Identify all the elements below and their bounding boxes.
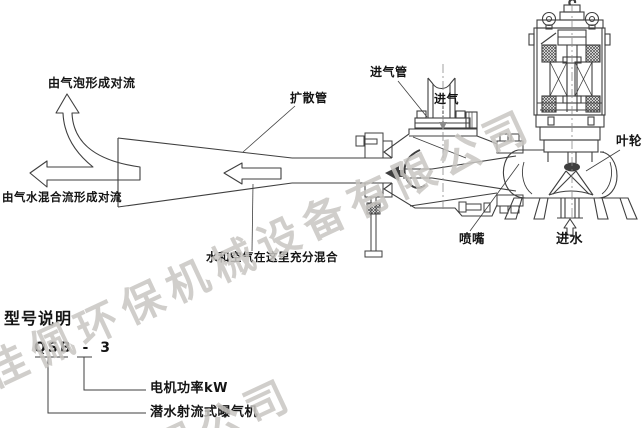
label-water-inlet: 进水 <box>556 232 584 247</box>
power-cable <box>568 0 577 6</box>
leader-nozzle <box>469 163 520 232</box>
suction-pipe <box>557 198 583 219</box>
branched-flow-arrow <box>29 93 141 188</box>
impeller <box>548 152 594 196</box>
convection-flow-arrows <box>29 93 577 236</box>
mixing-tube <box>292 157 392 184</box>
label-mixing-note: 水和空气在这里充分混合 <box>206 250 338 264</box>
model-power-label: 电机功率kW <box>150 381 228 396</box>
jet-arrow <box>385 166 404 181</box>
stator-winding <box>541 44 557 63</box>
air-inlet-pipe <box>414 64 478 210</box>
stator-winding <box>585 95 601 113</box>
label-air-inlet-pipe: 进气管 <box>370 65 408 79</box>
model-code-power: 3 <box>100 340 112 356</box>
label-diffuser-pipe: 扩散管 <box>290 91 328 105</box>
model-explanation-heading: 型号说明 <box>4 309 73 328</box>
leader-mixing-note <box>251 183 254 252</box>
model-code-prefix: QSB <box>34 340 73 356</box>
submersible-motor <box>528 0 611 116</box>
label-mixture-convection: 由气水混合流形成对流 <box>2 190 122 204</box>
lifting-eye-right <box>584 11 600 27</box>
leader-lines <box>242 80 621 252</box>
stator-winding <box>585 44 601 63</box>
nozzle-cone <box>403 155 517 192</box>
pump-flange-bolts <box>458 133 524 214</box>
label-bubble-convection: 由气泡形成对流 <box>48 76 136 90</box>
support-legs <box>504 197 638 220</box>
label-impeller: 叶轮 <box>616 133 643 148</box>
lifting-eye-left <box>541 11 557 27</box>
model-connector-lines <box>35 356 146 414</box>
mixing-chamber <box>383 128 517 217</box>
diffuser-flow-arrow <box>223 162 282 185</box>
label-air-inlet: 进气 <box>434 92 460 106</box>
leader-diffuser <box>242 105 296 153</box>
diffuser-cone <box>117 137 392 208</box>
label-nozzle: 喷嘴 <box>459 231 486 246</box>
guide-vane <box>403 149 426 189</box>
water-inlet-arrow <box>563 218 577 236</box>
model-code: QSB - 3 <box>34 340 112 356</box>
model-machine-label: 潜水射流式曝气机 <box>150 405 259 420</box>
leader-air-pipe <box>397 80 428 118</box>
pump-volute <box>502 4 638 220</box>
stator-winding <box>541 95 557 113</box>
tube-flange <box>355 132 393 258</box>
leader-impeller <box>585 149 621 172</box>
model-code-separator: - <box>82 340 91 356</box>
